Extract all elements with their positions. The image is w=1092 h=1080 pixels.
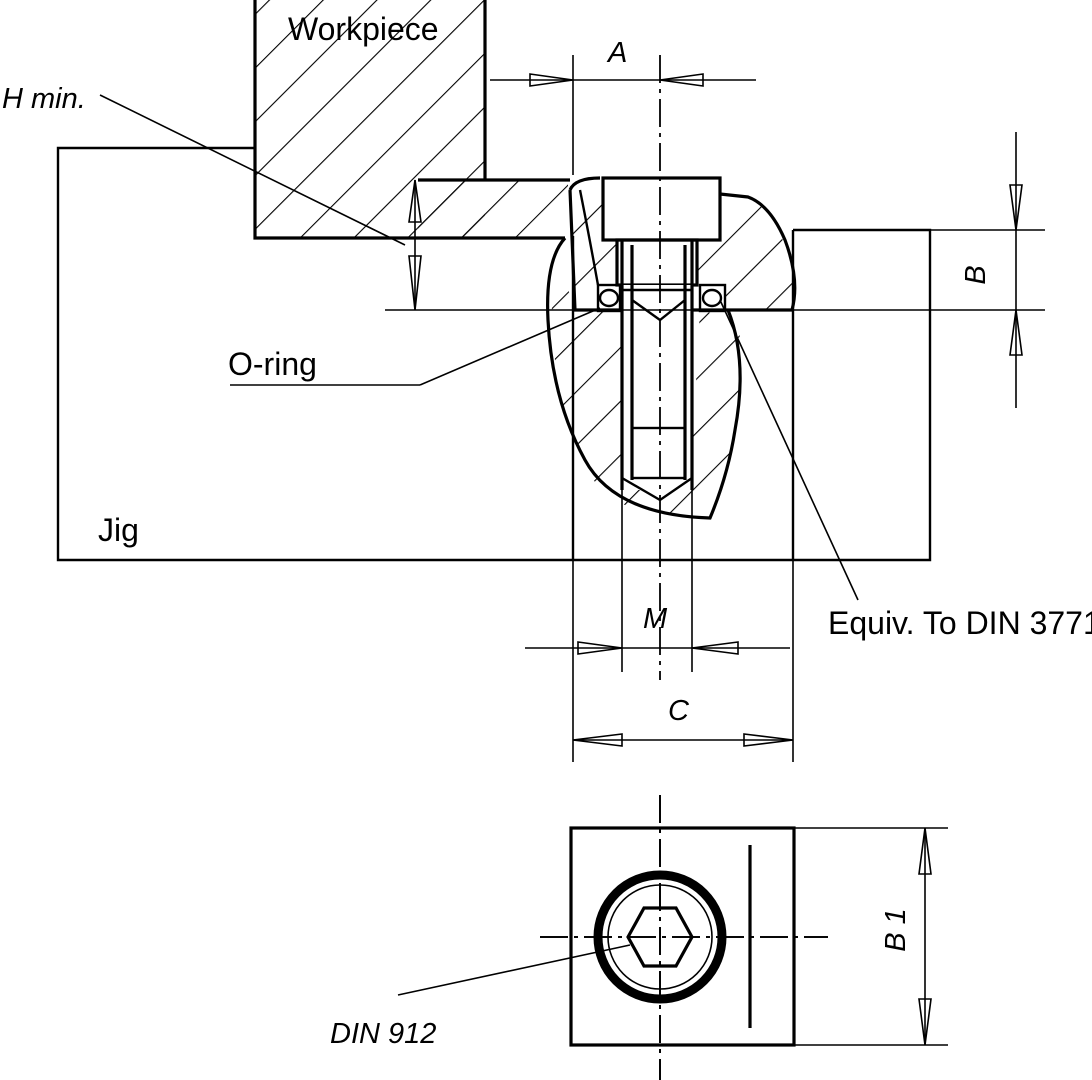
- dimension-a: A: [490, 37, 756, 175]
- workpiece-label: Workpiece: [288, 11, 439, 47]
- dimension-m: M: [525, 490, 790, 672]
- dimension-b: B: [795, 132, 1045, 408]
- h-min-label: H min.: [2, 83, 86, 115]
- dimension-b1-label: B 1: [880, 908, 912, 952]
- o-ring-label: O-ring: [228, 346, 317, 382]
- din-912-label: DIN 912: [330, 1018, 436, 1050]
- dimension-c: C: [572, 560, 794, 762]
- dimension-h-min: H min.: [2, 83, 795, 311]
- top-view: [540, 795, 828, 1080]
- dimension-b1: B 1: [794, 827, 948, 1046]
- leaders: [230, 299, 859, 996]
- workpiece: [253, 0, 570, 240]
- jig-label: Jig: [98, 512, 139, 548]
- dimension-c-label: C: [668, 695, 690, 727]
- dimension-m-label: M: [643, 603, 668, 635]
- dimension-a-label: A: [606, 37, 627, 69]
- din-3771-label: Equiv. To DIN 3771: [828, 605, 1092, 641]
- dimension-b-label: B: [960, 265, 992, 284]
